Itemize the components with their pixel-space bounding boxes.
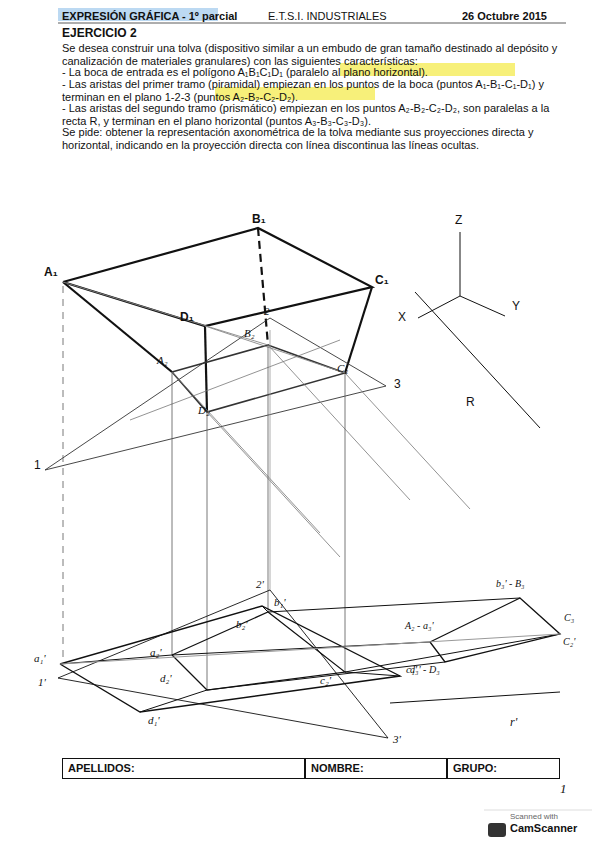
point-label: d₂' (160, 672, 172, 685)
header-text: E.T.S.I. INDUSTRIALES (268, 10, 387, 23)
header-text: EXPRESIÓN GRÁFICA - 1º parcial (62, 10, 237, 23)
form-cell: APELLIDOS: (62, 758, 305, 779)
badge-caption: Scanned with (510, 812, 594, 822)
line-R (415, 292, 540, 428)
point-label: b₂' (236, 618, 248, 631)
boca-polygon (63, 228, 372, 412)
point-label: r' (510, 716, 517, 730)
cell-label: APELLIDOS: (68, 762, 299, 775)
prism-edges (130, 340, 470, 557)
badge-rule (484, 810, 592, 811)
statement-text: - La boca de entrada es el polígono A₁B₁… (62, 66, 567, 79)
point-label: C₂' (563, 636, 575, 648)
statement-text: Se pide: obtener la representación axono… (62, 126, 567, 151)
cell-label: GRUPO: (453, 762, 554, 775)
projectors (63, 286, 345, 690)
point-label: D₂ (198, 404, 210, 417)
point-label: 2 (264, 305, 270, 318)
point-label: b₃' - B₃ (496, 578, 525, 590)
form-cell: NOMBRE: (305, 758, 447, 779)
statement-text: - Las aristas del primer tramo (piramida… (62, 78, 567, 103)
point-label: C₁ (375, 274, 389, 288)
scanner-icon (488, 823, 506, 837)
axes (418, 232, 505, 318)
point-label: 1' (38, 676, 46, 689)
point-label: Y (512, 300, 520, 314)
point-label: C₃ (564, 612, 574, 624)
point-label: R (466, 396, 475, 410)
point-label: 3' (393, 733, 401, 746)
statement-text: - Las aristas del segundo tramo (prismát… (62, 102, 567, 127)
point-label: d₃' - D₃ (410, 664, 440, 676)
point-label: Z (455, 214, 462, 228)
point-label: a₁' (34, 652, 46, 665)
statement-text: Se desea construir una tolva (dispositiv… (62, 42, 567, 67)
point-label: 1 (34, 459, 41, 473)
point-label: d₁' (148, 714, 160, 727)
cell-label: NOMBRE: (311, 762, 441, 775)
point-label: B₁ (252, 213, 266, 227)
point-label: A₂ - a₃' (405, 620, 434, 632)
horizontal-projection (58, 590, 560, 738)
point-label: a₂' (150, 646, 162, 659)
header-rule (58, 23, 566, 24)
brand-name: CamScanner (510, 822, 594, 835)
point-label: b₁' (274, 596, 286, 609)
point-label: c₂' (320, 674, 331, 687)
point-label: A₁ (44, 266, 58, 280)
plane-123 (45, 282, 386, 470)
scanner-badge: Scanned withCamScanner (486, 812, 594, 840)
point-label: X (398, 311, 406, 325)
exercise-title: EJERCICIO 2 (62, 27, 137, 41)
form-cell: GRUPO: (447, 758, 560, 779)
point-label: 2' (256, 578, 264, 591)
point-label: C₂ (337, 362, 348, 375)
point-label: A₂ (157, 354, 168, 367)
header-text: 26 Octubre 2015 (462, 10, 547, 23)
point-label: 3 (394, 378, 401, 392)
point-label: B₂ (244, 327, 255, 340)
point-label: 1 (560, 782, 567, 797)
point-label: D₁ (180, 311, 194, 325)
